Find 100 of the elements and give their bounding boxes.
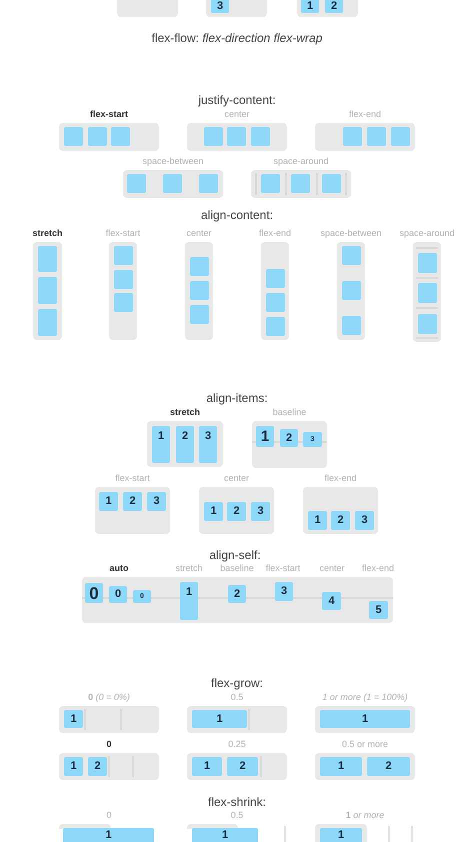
- flex-item: 2: [367, 757, 410, 776]
- option-label: center: [224, 473, 249, 484]
- flex-item: [114, 270, 133, 289]
- flex-container: [206, 0, 267, 17]
- flex-item: 1: [192, 757, 222, 776]
- flex-item: 5: [369, 601, 388, 619]
- flex-item: 1: [152, 426, 170, 463]
- flex-item: 3: [251, 502, 270, 521]
- option-label: center: [186, 228, 212, 239]
- option-label: flex-start: [115, 473, 150, 484]
- section-heading: flex-flow: flex-direction flex-wrap: [152, 31, 322, 45]
- option-label: baseline: [220, 563, 254, 574]
- flex-item: 1: [64, 757, 83, 776]
- option-label: stretch: [170, 407, 200, 418]
- flex-item: [342, 316, 361, 335]
- flex-item: [38, 309, 57, 336]
- flex-item: 1: [320, 710, 410, 728]
- flex-item: 2: [325, 0, 343, 13]
- flex-item: [38, 277, 57, 304]
- flex-item: [190, 257, 209, 276]
- flex-item: 1: [64, 710, 83, 728]
- option-label: flex-start: [90, 109, 128, 120]
- flex-item: [291, 174, 310, 193]
- flex-item: 2: [227, 757, 258, 776]
- flex-item: 4: [322, 592, 341, 610]
- flex-item: 1: [63, 828, 154, 842]
- flex-item: [266, 317, 285, 336]
- option-label: flex-end: [324, 473, 357, 484]
- flex-item: [163, 174, 182, 193]
- flex-item: [64, 127, 83, 146]
- option-label: 0.5: [230, 692, 244, 703]
- flex-item: [127, 174, 146, 193]
- option-label: 0.5: [230, 810, 244, 821]
- option-label: center: [320, 563, 344, 574]
- option-label: flex-end: [348, 109, 382, 120]
- section-heading: align-content:: [200, 208, 274, 222]
- flex-item: 2: [88, 757, 107, 776]
- option-label: flex-start: [106, 228, 140, 239]
- option-label: auto: [110, 563, 128, 574]
- flex-item: 2: [280, 429, 298, 447]
- flex-item: 2: [123, 492, 142, 511]
- flex-item: 3: [355, 511, 374, 530]
- flex-item: [342, 281, 361, 300]
- flex-item: [111, 127, 130, 146]
- option-label: space-around: [399, 228, 455, 239]
- flex-item: 1: [99, 492, 118, 511]
- option-label: 0: [106, 739, 112, 750]
- section-heading: justify-content:: [198, 93, 276, 107]
- flex-item: [266, 293, 285, 312]
- option-label: 1 or more: [346, 810, 384, 821]
- flex-item: 1: [320, 828, 362, 842]
- flex-item: [227, 127, 246, 146]
- section-heading: align-items:: [206, 391, 268, 405]
- option-label: baseline: [272, 407, 306, 418]
- flex-item: 3: [147, 492, 166, 511]
- flex-item: [343, 127, 362, 146]
- flex-item: [199, 174, 218, 193]
- flex-item: 1: [192, 710, 247, 728]
- option-label: stretch: [176, 563, 202, 574]
- flex-item: [261, 174, 280, 193]
- option-label: 1 or more (1 = 100%): [322, 692, 408, 703]
- flex-item: 1: [180, 582, 198, 620]
- section-heading: flex-grow:: [211, 676, 263, 690]
- flex-item: 3: [199, 426, 217, 463]
- flex-item: 0: [85, 583, 103, 603]
- flex-item: [367, 127, 386, 146]
- flex-item: [418, 253, 437, 273]
- flex-item: [38, 246, 57, 272]
- flex-item: [114, 293, 133, 312]
- flex-item: 0: [109, 586, 127, 603]
- flex-item: 3: [211, 0, 229, 13]
- option-label: stretch: [32, 228, 62, 239]
- flex-item: 1: [301, 0, 319, 13]
- flex-container: [297, 0, 358, 17]
- option-label: flex-end: [362, 563, 394, 574]
- flex-item: 1: [192, 828, 258, 842]
- option-label: 0 (0 = 0%): [88, 692, 130, 703]
- flex-item: [204, 127, 223, 146]
- flex-item: [266, 269, 285, 288]
- flex-item: 1: [308, 511, 327, 530]
- flex-item: 2: [228, 585, 246, 603]
- option-label: space-around: [273, 156, 329, 167]
- flex-item: 1: [256, 426, 274, 447]
- flex-item: [418, 314, 437, 334]
- option-label: center: [224, 109, 250, 120]
- flex-item: 3: [275, 582, 293, 601]
- section-heading: flex-shrink:: [208, 795, 266, 809]
- option-label: flex-start: [266, 563, 300, 574]
- flex-item: [322, 174, 341, 193]
- option-label: 0: [106, 810, 112, 821]
- section-heading: align-self:: [209, 548, 261, 562]
- option-label: 0.25: [228, 739, 246, 750]
- flex-item: 2: [331, 511, 350, 530]
- option-label: flex-end: [258, 228, 292, 239]
- flex-item: [391, 127, 410, 146]
- flex-item: 1: [204, 502, 223, 521]
- flex-item: [190, 305, 209, 324]
- flex-item: [114, 246, 133, 265]
- flex-item: [190, 281, 209, 300]
- flex-item: 2: [176, 426, 194, 463]
